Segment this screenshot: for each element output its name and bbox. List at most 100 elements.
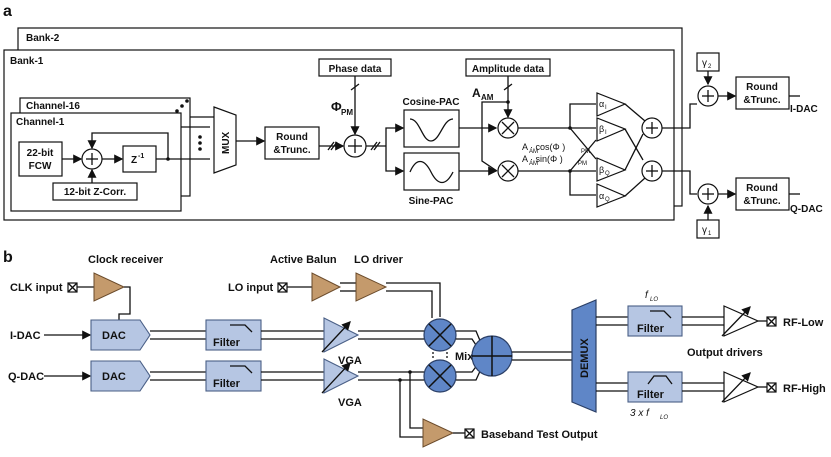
- sine-wave-icon: [409, 160, 454, 184]
- q-dac-in-label: Q-DAC: [8, 371, 44, 383]
- i-vga: [323, 317, 360, 353]
- output-drivers-label: Output drivers: [687, 347, 763, 359]
- alpha-q-label: α: [599, 191, 604, 201]
- beta-q-label: β: [599, 165, 604, 175]
- baseband-test-port: [464, 428, 475, 439]
- i-dac-out-label: I-DAC: [790, 104, 818, 115]
- lowpass-out-filter-label: Filter: [637, 323, 665, 335]
- sine-pac-box: [403, 152, 460, 191]
- round-trunc-q-label-1: Round: [746, 183, 778, 194]
- a-am-label: A: [472, 86, 481, 100]
- cosine-pac-label: Cosine-PAC: [402, 97, 459, 108]
- q-dac-label: DAC: [102, 371, 126, 383]
- q-filter-label: Filter: [213, 378, 241, 390]
- round-trunc-q-box: [735, 177, 790, 211]
- sine-pac-label: Sine-PAC: [409, 196, 454, 207]
- q-dac-out-label: Q-DAC: [790, 204, 823, 215]
- gamma1-sub: 1: [708, 231, 712, 237]
- i-vga-label: VGA: [338, 355, 362, 367]
- clock-receiver-amp: [93, 272, 126, 302]
- alpha-i-label: α: [599, 99, 604, 109]
- flo-label: f: [645, 290, 649, 301]
- expr-sin-sub1: AM: [529, 161, 538, 167]
- three-flo-sub: LO: [660, 415, 668, 421]
- channel-stack-dots: [175, 99, 189, 113]
- accumulator-adder: [81, 148, 103, 170]
- z-inverse-label: Z: [131, 155, 137, 166]
- phase-adder: [343, 134, 367, 158]
- i-dac-label: DAC: [102, 330, 126, 342]
- clk-input-port: [67, 282, 78, 293]
- fcw-label-2: FCW: [29, 161, 52, 172]
- alpha-i-gain: [596, 92, 627, 117]
- panel-b-label: b: [3, 249, 13, 266]
- clk-input-label: CLK input: [10, 282, 63, 294]
- i-mixer: [423, 318, 457, 352]
- round-trunc-1-label-2: &Trunc.: [273, 145, 310, 156]
- i-dac-block: [90, 319, 151, 351]
- q-dac-block: [90, 360, 151, 392]
- lo-driver-amp: [355, 272, 388, 302]
- alpha-q-gain: [596, 183, 627, 208]
- active-balun-label: Active Balun: [270, 254, 337, 266]
- mux-input-dots: [198, 135, 202, 151]
- mux-label: MUX: [221, 131, 232, 154]
- baseband-test-label: Baseband Test Output: [481, 429, 598, 441]
- three-flo-label: 3 x f: [630, 408, 650, 419]
- channel-16-label: Channel-16: [26, 101, 80, 112]
- gamma2-sub: 2: [708, 64, 712, 70]
- rf-high-driver: [723, 371, 760, 403]
- a-am-sub: AM: [481, 93, 494, 102]
- z-inverse-box: [122, 145, 157, 173]
- expr-sin: A · sin(Φ ): [522, 154, 563, 164]
- beta-i-label: β: [599, 124, 604, 134]
- rf-low-label: RF-Low: [783, 317, 824, 329]
- beta-i-gain: [596, 117, 627, 142]
- iq-combiner: [471, 335, 513, 377]
- panel-a-label: a: [3, 3, 12, 20]
- round-trunc-i-box: [735, 76, 790, 110]
- clock-receiver-label: Clock receiver: [88, 254, 164, 266]
- rf-low-port: [766, 316, 777, 327]
- lo-input-label: LO input: [228, 282, 274, 294]
- z-corr-label: 12-bit Z-Corr.: [64, 187, 126, 198]
- channel-1-label: Channel-1: [16, 117, 65, 128]
- bandpass-out-filter-label: Filter: [637, 389, 665, 401]
- round-trunc-q-label-2: &Trunc.: [743, 196, 780, 207]
- q-vga: [323, 358, 360, 394]
- i-adder: [641, 117, 663, 139]
- round-trunc-1-box: [264, 126, 320, 160]
- amplitude-data-label: Amplitude data: [472, 64, 545, 75]
- rf-high-port: [766, 382, 777, 393]
- round-trunc-1-label-1: Round: [276, 132, 308, 143]
- bank-2-label: Bank-2: [26, 33, 60, 44]
- gamma2-label: γ: [702, 58, 707, 69]
- demux-label: DEMUX: [579, 338, 591, 378]
- q-mixer: [423, 359, 457, 393]
- round-trunc-i-label-2: &Trunc.: [743, 95, 780, 106]
- sin-multiplier: [497, 160, 519, 182]
- mux-block: [213, 106, 237, 174]
- rf-low-driver: [723, 305, 760, 337]
- z-inverse-sup: -1: [138, 153, 144, 160]
- expr-cos: A · cos(Φ ): [522, 142, 565, 152]
- baseband-buffer-amp: [422, 418, 455, 448]
- bandpass-out-filter: [627, 371, 683, 403]
- round-trunc-i-label-1: Round: [746, 82, 778, 93]
- gamma1-adder: [697, 183, 719, 205]
- fcw-label-1: 22-bit: [27, 148, 54, 159]
- beta-q-gain: [596, 157, 627, 182]
- phi-pm-label: Φ: [331, 99, 342, 114]
- i-filter-label: Filter: [213, 337, 241, 349]
- demux-block: [571, 299, 597, 413]
- beta-i-sub: I: [605, 130, 607, 136]
- phase-data-label: Phase data: [329, 64, 382, 75]
- expr-cos-sub1: AM: [529, 149, 538, 155]
- q-vga-label: VGA: [338, 397, 362, 409]
- cosine-wave-icon: [409, 118, 454, 142]
- lo-input-port: [277, 282, 288, 293]
- alpha-q-sub: Q: [605, 197, 610, 203]
- i-dac-in-label: I-DAC: [10, 330, 41, 342]
- lo-driver-label: LO driver: [354, 254, 404, 266]
